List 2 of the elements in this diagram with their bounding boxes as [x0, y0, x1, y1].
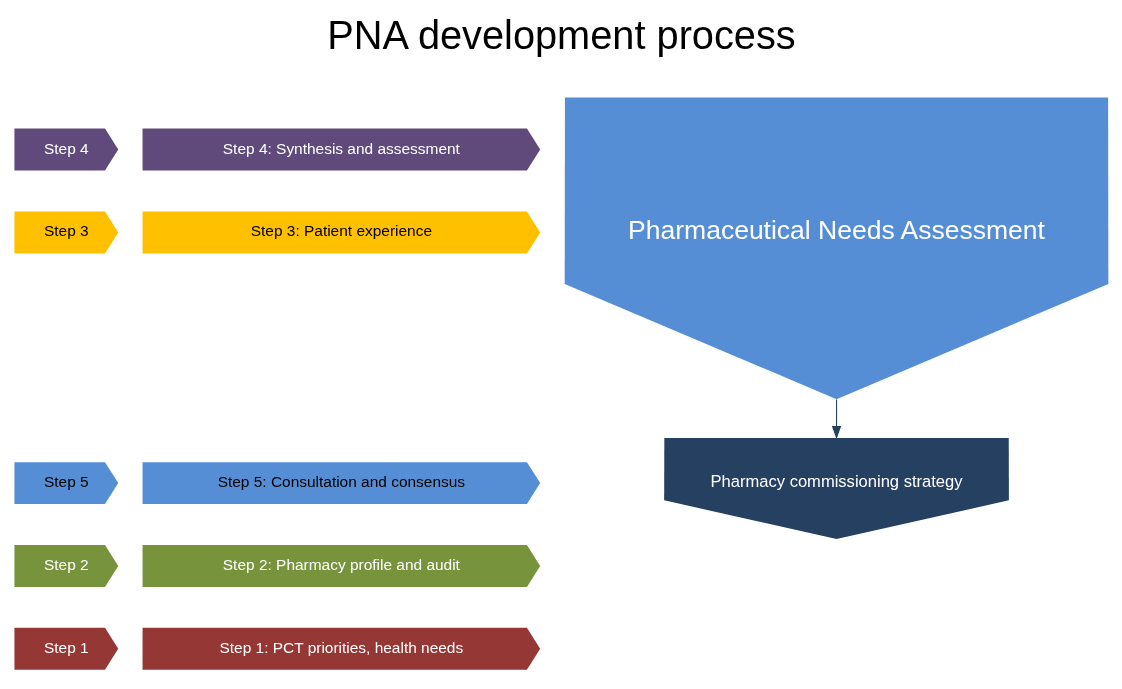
diagram-title: PNA development process — [326, 12, 796, 57]
arrow — [831, 398, 841, 440]
